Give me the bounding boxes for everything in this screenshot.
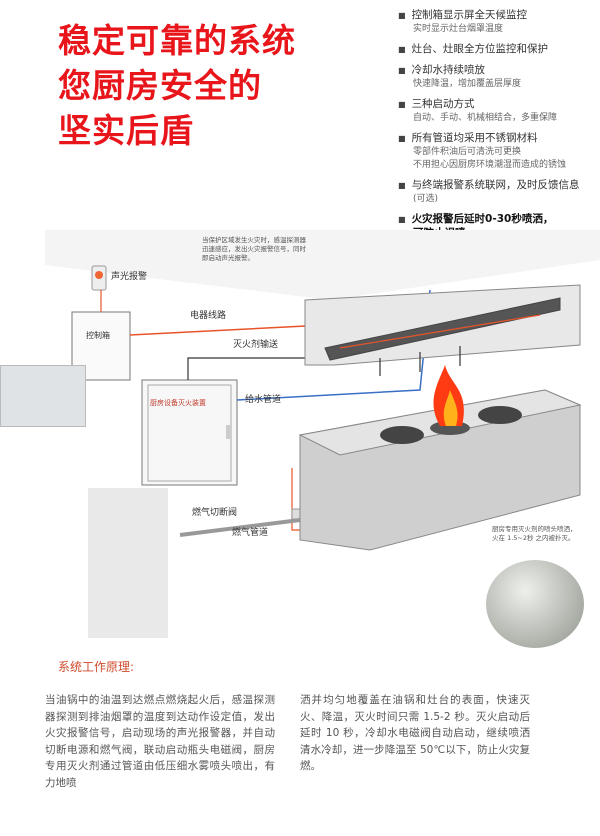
- gas-valve-label: 燃气切断阀: [192, 508, 238, 518]
- feature-item: 控制箱显示屏全天候监控 实时显示灶台烟罩温度: [398, 8, 598, 36]
- flame-core-icon: [443, 390, 458, 426]
- feature-item: 灶台、灶眼全方位监控和保护: [398, 42, 598, 57]
- wall-shading: [45, 230, 600, 300]
- feature-sub: (可选): [413, 194, 439, 204]
- feature-title: 灶台、灶眼全方位监控和保护: [398, 42, 598, 57]
- headline-line-2: 您厨房安全的: [58, 66, 262, 105]
- headline-line-3: 坚实后盾: [58, 111, 194, 150]
- hood-filter: [324, 297, 561, 361]
- gas-pipe-label: 燃气管道: [232, 528, 269, 538]
- feature-item: 与终端报警系统联网，及时反馈信息 (可选): [398, 178, 598, 206]
- control-panel-photo: [0, 365, 86, 427]
- cylinder-photo: [88, 488, 168, 638]
- feature-title: 所有管道均采用不锈钢材料: [398, 131, 598, 146]
- detector-note: 当保护区域发生火灾时，感温探测器 迅速感应，发出火灾报警信号，同时 即启动声光报…: [202, 236, 306, 262]
- unit-handle: [226, 425, 230, 439]
- suppression-unit-label: 厨房设备灭火装置: [150, 399, 206, 407]
- control-box-label: 控制箱: [86, 331, 110, 340]
- headline-line-1: 稳定可靠的系统: [58, 21, 296, 60]
- nozzle-note: 厨房专用灭火剂的喷头喷洒， 火在 1.5~2秒 之内被扑灭。: [492, 525, 577, 542]
- alarm-light-icon: [95, 271, 103, 279]
- feature-item: 三种启动方式 自动、手动、机械相结合，多重保障: [398, 97, 598, 125]
- feature-list: 控制箱显示屏全天候监控 实时显示灶台烟罩温度 灶台、灶眼全方位监控和保护 冷却水…: [398, 8, 598, 246]
- system-diagram: [45, 230, 600, 551]
- agent-pipe-label: 灭火剂输送: [233, 340, 279, 350]
- principle-paragraph-right: 洒并均匀地覆盖在油锅和灶台的表面，快速灭火、降温，灭火时间只需 1.5-2 秒。…: [300, 694, 530, 772]
- feature-sub: 自动、手动、机械相结合，多重保障: [413, 113, 558, 123]
- feature-item: 所有管道均采用不锈钢材料 零部件积油后可清洗可更换 不用担心因厨房环境潮湿而造成…: [398, 131, 598, 172]
- hood-electrical-line: [339, 314, 541, 349]
- feature-sub: 快速降温，增加覆盖层厚度: [413, 79, 522, 89]
- electrical-line-label: 电器线路: [190, 311, 227, 321]
- electrical-line: [129, 300, 326, 336]
- feature-title: 火灾报警后延时0-30秒喷洒，: [398, 212, 598, 227]
- feature-title: 三种启动方式: [398, 97, 598, 112]
- suppression-unit-box: [141, 379, 238, 486]
- principle-paragraph-left: 当油锅中的油温到达燃点燃烧起火后，感温探测器探测到排油烟罩的温度到达动作设定值，…: [45, 694, 275, 789]
- feature-sub: 零部件积油后可清洗可更换: [413, 147, 522, 157]
- feature-title: 冷却水持续喷放: [398, 63, 598, 78]
- agent-line: [187, 357, 330, 380]
- principle-title: 系统工作原理:: [58, 660, 135, 674]
- wok-left: [380, 426, 424, 444]
- headline: 稳定可靠的系统 您厨房安全的 坚实后盾: [58, 18, 296, 153]
- feature-title: 控制箱显示屏全天候监控: [398, 8, 598, 23]
- alarm-label: 声光报警: [111, 272, 148, 282]
- nozzle-spray-photo: [486, 560, 584, 648]
- feature-item: 冷却水持续喷放 快速降温，增加覆盖层厚度: [398, 63, 598, 91]
- gas-pipe: [179, 518, 301, 537]
- wok-right: [478, 406, 522, 424]
- feature-sub: 不用担心因厨房环境潮湿而造成的锈蚀: [413, 160, 567, 170]
- water-pipe-label: 给水管道: [245, 395, 282, 405]
- feature-sub: 实时显示灶台烟罩温度: [413, 24, 504, 34]
- feature-title: 与终端报警系统联网，及时反馈信息: [398, 178, 598, 193]
- suppression-unit-inner: [147, 384, 232, 482]
